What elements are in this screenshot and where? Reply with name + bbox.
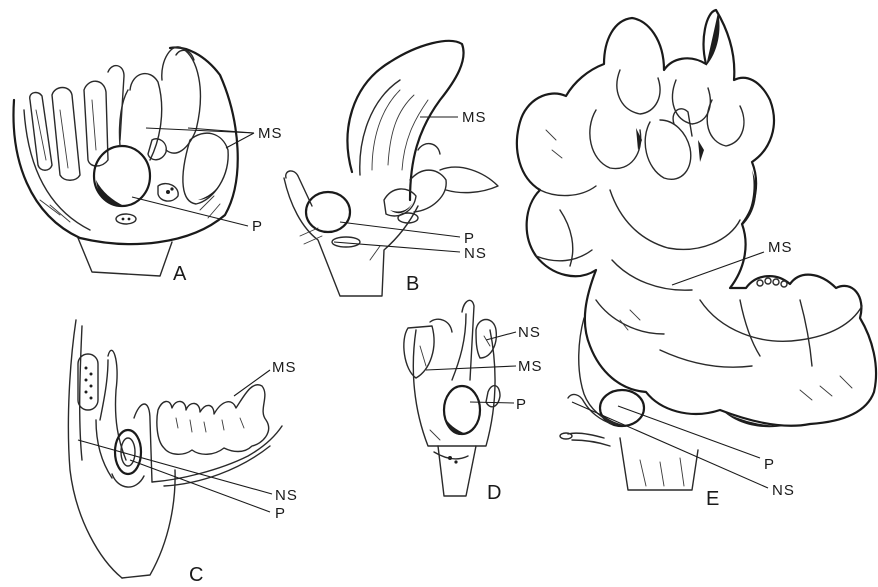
label-ms-d: MS: [518, 358, 543, 375]
panel-c-drawing: [68, 320, 282, 578]
panel-e-drawing: [517, 10, 876, 490]
label-ms-a: MS: [258, 125, 283, 142]
panel-letter-c: C: [189, 564, 203, 582]
label-ms-e: MS: [768, 239, 793, 256]
label-ns-c: NS: [275, 487, 298, 504]
label-ns-b: NS: [464, 245, 487, 262]
label-p-d: P: [516, 396, 527, 413]
label-ns-d: NS: [518, 324, 541, 341]
panel-d-drawing: [404, 300, 500, 496]
label-ns-e: NS: [772, 482, 795, 499]
label-p-a: P: [252, 218, 263, 235]
panel-a-drawing: [14, 47, 238, 276]
panel-letter-a: A: [173, 263, 187, 285]
label-ms-b: MS: [462, 109, 487, 126]
panel-letter-b: B: [406, 273, 419, 295]
panel-letter-e: E: [706, 488, 719, 510]
label-p-e: P: [764, 456, 775, 473]
label-p-c: P: [275, 505, 286, 522]
label-ms-c: MS: [272, 359, 297, 376]
panel-letter-d: D: [487, 482, 501, 504]
